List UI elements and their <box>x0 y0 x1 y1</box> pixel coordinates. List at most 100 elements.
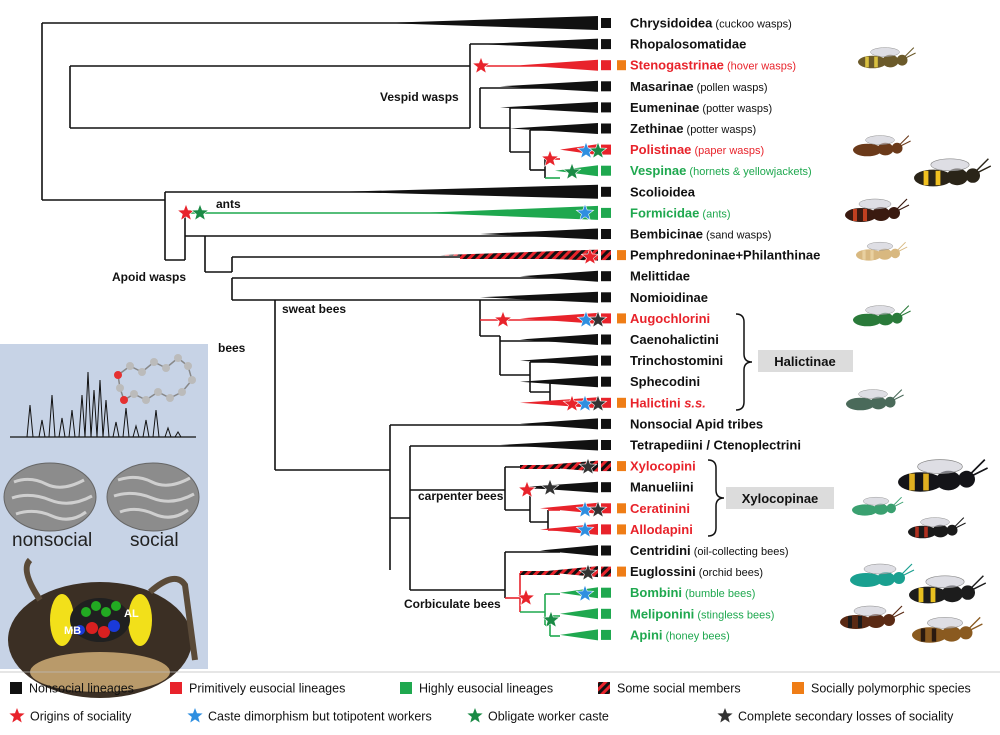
halictinae-brace: Halictinae <box>735 313 853 411</box>
clade-label-bees: bees <box>218 341 246 355</box>
hover-wasp-image-head <box>896 54 908 66</box>
hover-wasp-image-thorax <box>882 54 899 68</box>
allodapini-bee-image-thorax <box>932 524 949 538</box>
obligate-star-icon <box>588 141 608 159</box>
bumble-bee-image-head <box>960 585 975 600</box>
yellowjacket-image <box>914 158 992 187</box>
taxon-label-4: Masarinae (pollen wasps) <box>630 79 768 94</box>
legend-caste-star-icon <box>187 708 203 723</box>
tip-square-22 <box>601 461 611 472</box>
taxon-label-30: Apini (honey bees) <box>630 627 730 642</box>
halictinae-label: Halictinae <box>774 354 835 369</box>
loss-star-icon <box>578 563 598 581</box>
augochlorini-bee-image-head <box>891 312 903 324</box>
taxon-labels: Chrysidoidea (cuckoo wasps)Rhopalosomati… <box>630 16 820 643</box>
taxon-label-23: Manueliini <box>630 480 694 495</box>
obligate-star-icon <box>190 203 210 221</box>
origin-star-icon <box>176 203 196 221</box>
caste-star-icon <box>575 584 595 602</box>
taxon-label-27: Euglossini (orchid bees) <box>630 564 763 579</box>
honey-bee-image-stripe <box>920 628 926 642</box>
paper-wasp-image-head <box>891 142 903 154</box>
hover-wasp-image-stripe2 <box>874 56 878 68</box>
philanthine-wasp-image-abdomen <box>856 249 882 261</box>
ceratinini-bee-image-wing <box>862 496 890 506</box>
bumble-bee-image-thorax <box>941 585 963 603</box>
clade-label-sweat: sweat bees <box>282 302 346 316</box>
origin-star-icon <box>580 247 600 265</box>
bumble-bee-image-wing <box>925 575 965 589</box>
wedge-23 <box>520 481 598 493</box>
legend-swatch-hatched <box>598 682 610 694</box>
taxon-label-28: Bombini (bumble bees) <box>630 585 755 600</box>
wedge-19 <box>520 397 598 409</box>
augochlorini-bee-image-wing <box>865 305 895 315</box>
philanthine-wasp-image-thorax <box>877 248 892 260</box>
polymorphic-square-15 <box>617 313 626 324</box>
carpenter-bee-image-stripe2 <box>923 473 929 491</box>
caste-star-icon <box>575 203 595 221</box>
orchid-bee-image-head <box>893 572 905 584</box>
wedge-16 <box>520 334 598 345</box>
wedge-29 <box>560 608 598 620</box>
taxon-label-16: Caenohalictini <box>630 332 719 347</box>
loss-star-icon <box>588 394 608 412</box>
ceratinini-bee-image-thorax <box>873 503 888 515</box>
insect-photos <box>840 47 992 643</box>
clade-label-carpenter: carpenter bees <box>418 489 504 503</box>
loss-star-icon <box>578 457 598 475</box>
hatched-branch-euglossini <box>520 571 560 575</box>
wedge-1 <box>380 16 598 30</box>
taxon-label-20: Nonsocial Apid tribes <box>630 416 763 431</box>
taxon-label-7: Polistinae (paper wasps) <box>630 142 764 157</box>
stingless-bee-image <box>840 605 905 629</box>
terminal-wedges <box>340 16 598 641</box>
legend-label-hatched: Some social members <box>617 682 741 696</box>
wedge-18 <box>520 376 598 388</box>
carpenter-bee-image-thorax <box>935 470 961 491</box>
carpenter-bee-image-abdomen <box>898 472 943 492</box>
trait-stars <box>176 56 608 628</box>
wedge-15 <box>520 312 598 324</box>
ant-image-antenna <box>896 198 910 212</box>
tip-square-20 <box>601 418 611 429</box>
legend-loss-star-icon <box>717 708 733 723</box>
xylocopinae-label: Xylocopinae <box>742 491 819 506</box>
tip-square-1 <box>601 18 611 28</box>
honey-bee-image-head <box>959 626 973 640</box>
caste-star-icon <box>575 394 595 412</box>
stingless-bee-image-stripe <box>848 616 852 628</box>
yellowjacket-image-wing <box>930 158 970 172</box>
taxon-label-21: Tetrapediini / Ctenoplectrini <box>630 438 801 453</box>
orchid-bee-image-thorax <box>877 572 895 586</box>
polymorphic-square-12 <box>617 250 626 261</box>
hatched-branch-xylocopini <box>520 465 560 469</box>
taxon-label-3: Stenogastrinae (hover wasps) <box>630 58 796 73</box>
tip-square-23 <box>601 482 611 493</box>
wedge-9 <box>340 184 598 199</box>
tip-square-14 <box>601 292 611 303</box>
legend-swatch-primitive <box>170 682 182 694</box>
paper-wasp-image-thorax <box>877 142 894 156</box>
origin-star-icon <box>540 149 560 167</box>
wedge-27 <box>540 566 598 578</box>
loss-star-icon <box>588 310 608 328</box>
halictini-bee-image-antenna <box>892 389 904 401</box>
wedge-14 <box>480 291 598 303</box>
legend-label-obligate: Obligate worker caste <box>488 710 609 724</box>
allodapini-bee-image-abdomen <box>908 525 937 539</box>
carpenter-bee-image-wing <box>917 459 963 474</box>
stingless-bee-image-head <box>883 614 895 626</box>
polymorphic-square-3 <box>617 60 626 71</box>
augochlorini-bee-image-abdomen <box>853 313 882 327</box>
origin-star-icon <box>562 394 582 412</box>
legend-label-high: Highly eusocial lineages <box>419 682 553 696</box>
ant-image-thorax <box>872 207 890 221</box>
hover-wasp-image-antenna <box>904 47 916 59</box>
clade-label-vespid: Vespid wasps <box>380 90 459 104</box>
tip-square-18 <box>601 376 611 387</box>
tip-squares <box>601 18 626 640</box>
honey-bee-image-antenna <box>968 616 983 632</box>
ceratinini-bee-image <box>852 496 904 516</box>
antennal-lobe-label: AL <box>124 608 139 620</box>
